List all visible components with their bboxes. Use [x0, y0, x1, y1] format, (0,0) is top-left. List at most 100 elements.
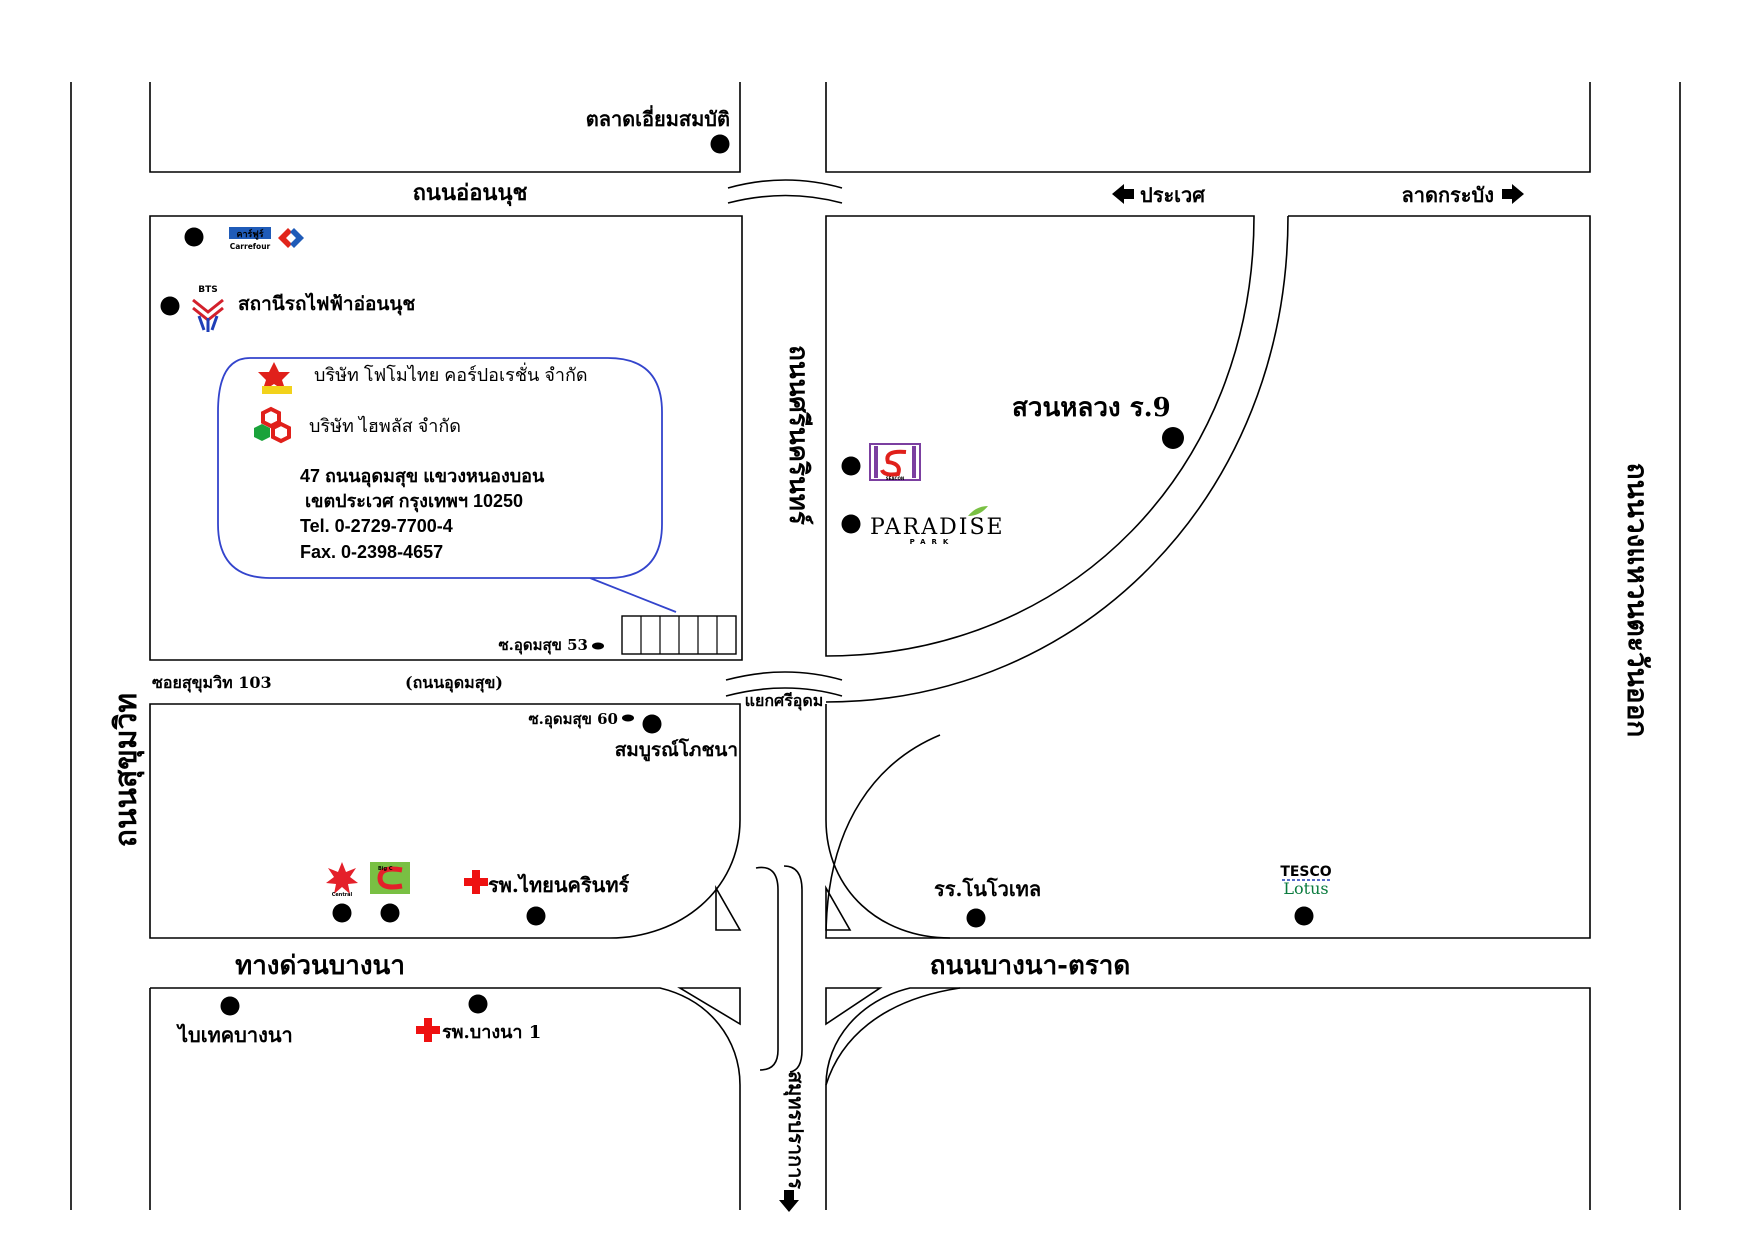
label-lat-krabang: ลาดกระบัง [1401, 183, 1494, 207]
road-network [70, 82, 1681, 1210]
block-top-left [149, 82, 741, 173]
big-c-text: Big C [378, 866, 393, 872]
fomothai-ribbon [262, 386, 292, 394]
bts-logo: BTS [192, 285, 224, 332]
marker-bts [160, 296, 180, 316]
tesco-text: TESCO [1280, 864, 1331, 880]
hospital-cross-icon [464, 870, 488, 894]
marker-thainakarin-hospital [526, 906, 546, 926]
callout-bubble [217, 357, 677, 613]
arrow-down-icon [779, 1190, 799, 1212]
flyover-inner [755, 866, 779, 1071]
label-soi-sukhumvit-103: ซอยสุขุมวิท 103 [152, 673, 272, 693]
marker-suan-luang [1162, 427, 1184, 449]
label-on-nut: ถนนอ่อนนุช [413, 180, 528, 207]
hiplus-logo [254, 406, 291, 444]
marker-bangna1-hospital [468, 994, 488, 1014]
bridge-onnut-top [727, 179, 843, 189]
bridge-udomsuk-bottom [725, 687, 843, 697]
bts-logo-text: BTS [198, 285, 217, 295]
big-c-letter-icon [377, 866, 403, 890]
island-sw [677, 987, 741, 1026]
marker-market [710, 134, 730, 154]
marker-carrefour [184, 227, 204, 247]
landmarks: ตลาดเอี่ยมสมบัติ คาร์ฟูร์ Carrefour BTS … [160, 104, 1332, 1047]
carrefour-thai-text: คาร์ฟูร์ [236, 228, 263, 240]
central-star-icon [326, 862, 358, 894]
label-bangna-expressway: ทางด่วนบางนา [235, 951, 405, 981]
arrow-right-icon [1502, 184, 1524, 204]
label-bangna1-hospital: รพ.บางนา 1 [442, 1022, 541, 1043]
marker-novotel [966, 908, 986, 928]
block-suan-luang [825, 215, 1255, 657]
flyover-outer [783, 865, 803, 1073]
label-srinakarin: ถนนศรีนครินทร์ [783, 345, 814, 525]
block-right [825, 215, 1591, 939]
hiplus-hex-left-icon [254, 424, 270, 441]
island-se [825, 987, 883, 1026]
paradise-leaf-icon [968, 506, 988, 516]
marker-sombun [642, 714, 662, 734]
block-company [149, 215, 743, 661]
marker-bitec [220, 996, 240, 1016]
seacon-logo: SEACON [869, 443, 921, 481]
hiplus-hex-top-icon [261, 406, 281, 429]
marker-central [332, 903, 352, 923]
block-top-right [825, 82, 1591, 173]
marker-seacon [841, 456, 861, 476]
label-novotel: รร.โนโวเทล [934, 877, 1041, 901]
seacon-text: SEACON [886, 476, 904, 481]
lotus-text: Lotus [1283, 879, 1328, 898]
block-bottom-center-right [825, 704, 951, 939]
label-kanchanaphisek: ถนนวงแหวนตะวันออก [1621, 463, 1654, 738]
bridge-udomsuk-top [725, 671, 843, 681]
label-suan-luang: สวนหลวง ร.9 [1012, 393, 1171, 423]
soi-53-marker-icon [592, 642, 604, 650]
road-curve-outer [825, 215, 1289, 703]
central-text: Central [332, 892, 353, 898]
label-soi-53: ซ.อุดมสุข 53 [498, 636, 588, 655]
block-bottom-left [149, 703, 741, 939]
bridge-onnut-bottom [727, 194, 843, 204]
tesco-lotus-logo: TESCO Lotus [1280, 864, 1331, 898]
label-bts-station: สถานีรถไฟฟ้าอ่อนนุช [238, 292, 415, 316]
company-tel: Tel. 0-2729-7700-4 [300, 516, 453, 536]
label-sombun: สมบูรณ์โภชนา [615, 738, 738, 762]
carrefour-blue-chevron-icon [290, 228, 304, 248]
hospital-cross-2-icon [416, 1018, 440, 1042]
fomothai-star-icon [258, 362, 290, 392]
label-prawet: ประเวศ [1140, 183, 1206, 207]
carrefour-badge [229, 227, 271, 239]
company-name-2: บริษัท ไฮพลัส จำกัด [309, 415, 461, 436]
arrow-left-icon [1112, 184, 1134, 204]
carrefour-red-chevron-icon [278, 228, 292, 248]
big-c-logo: Big C [370, 862, 410, 894]
label-market: ตลาดเอี่ยมสมบัติ [586, 104, 730, 131]
direction-lat-krabang: ลาดกระบัง [1401, 183, 1524, 207]
label-paradise: PARADISE [870, 515, 1005, 540]
company-fax: Fax. 0-2398-4657 [300, 542, 443, 562]
marker-paradise [841, 514, 861, 534]
carrefour-en-text: Carrefour [230, 242, 271, 251]
carrefour-logo: คาร์ฟูร์ Carrefour [229, 227, 304, 251]
label-bangna-trad: ถนนบางนา-ตราด [930, 951, 1131, 981]
bts-red-stripes-icon [192, 298, 224, 322]
direction-samut-prakan: สมุทรปราการ [779, 1071, 808, 1212]
direction-prawet: ประเวศ [1112, 183, 1206, 207]
company-address-1: 47 ถนนอุดมสุข แขวงหนองบอน [300, 466, 545, 488]
company-callout: บริษัท โฟโมไทย คอร์ปอเรชั่น จำกัด บริษัท… [217, 357, 677, 613]
label-thainakarin-hospital: รพ.ไทยนครินทร์ [488, 873, 629, 897]
road-labels: ถนนสุขุมวิท ถนนวงแหวนตะวันออก ถนนอ่อนนุช… [109, 180, 1654, 1212]
bts-blue-legs-icon [197, 315, 219, 332]
label-bitec: ไบเทคบางนา [176, 1023, 293, 1047]
label-sukhumvit: ถนนสุขุมวิท [109, 693, 145, 847]
label-intersection: แยกศรีอุดม [745, 691, 824, 711]
marker-big-c [380, 903, 400, 923]
hiplus-hex-right-icon [271, 421, 291, 444]
block-bnb-left-top [150, 987, 741, 1086]
island-nw [715, 884, 742, 931]
soi-60-marker-icon [622, 714, 634, 722]
central-logo: Central [326, 862, 358, 898]
fomothai-logo [258, 362, 292, 394]
